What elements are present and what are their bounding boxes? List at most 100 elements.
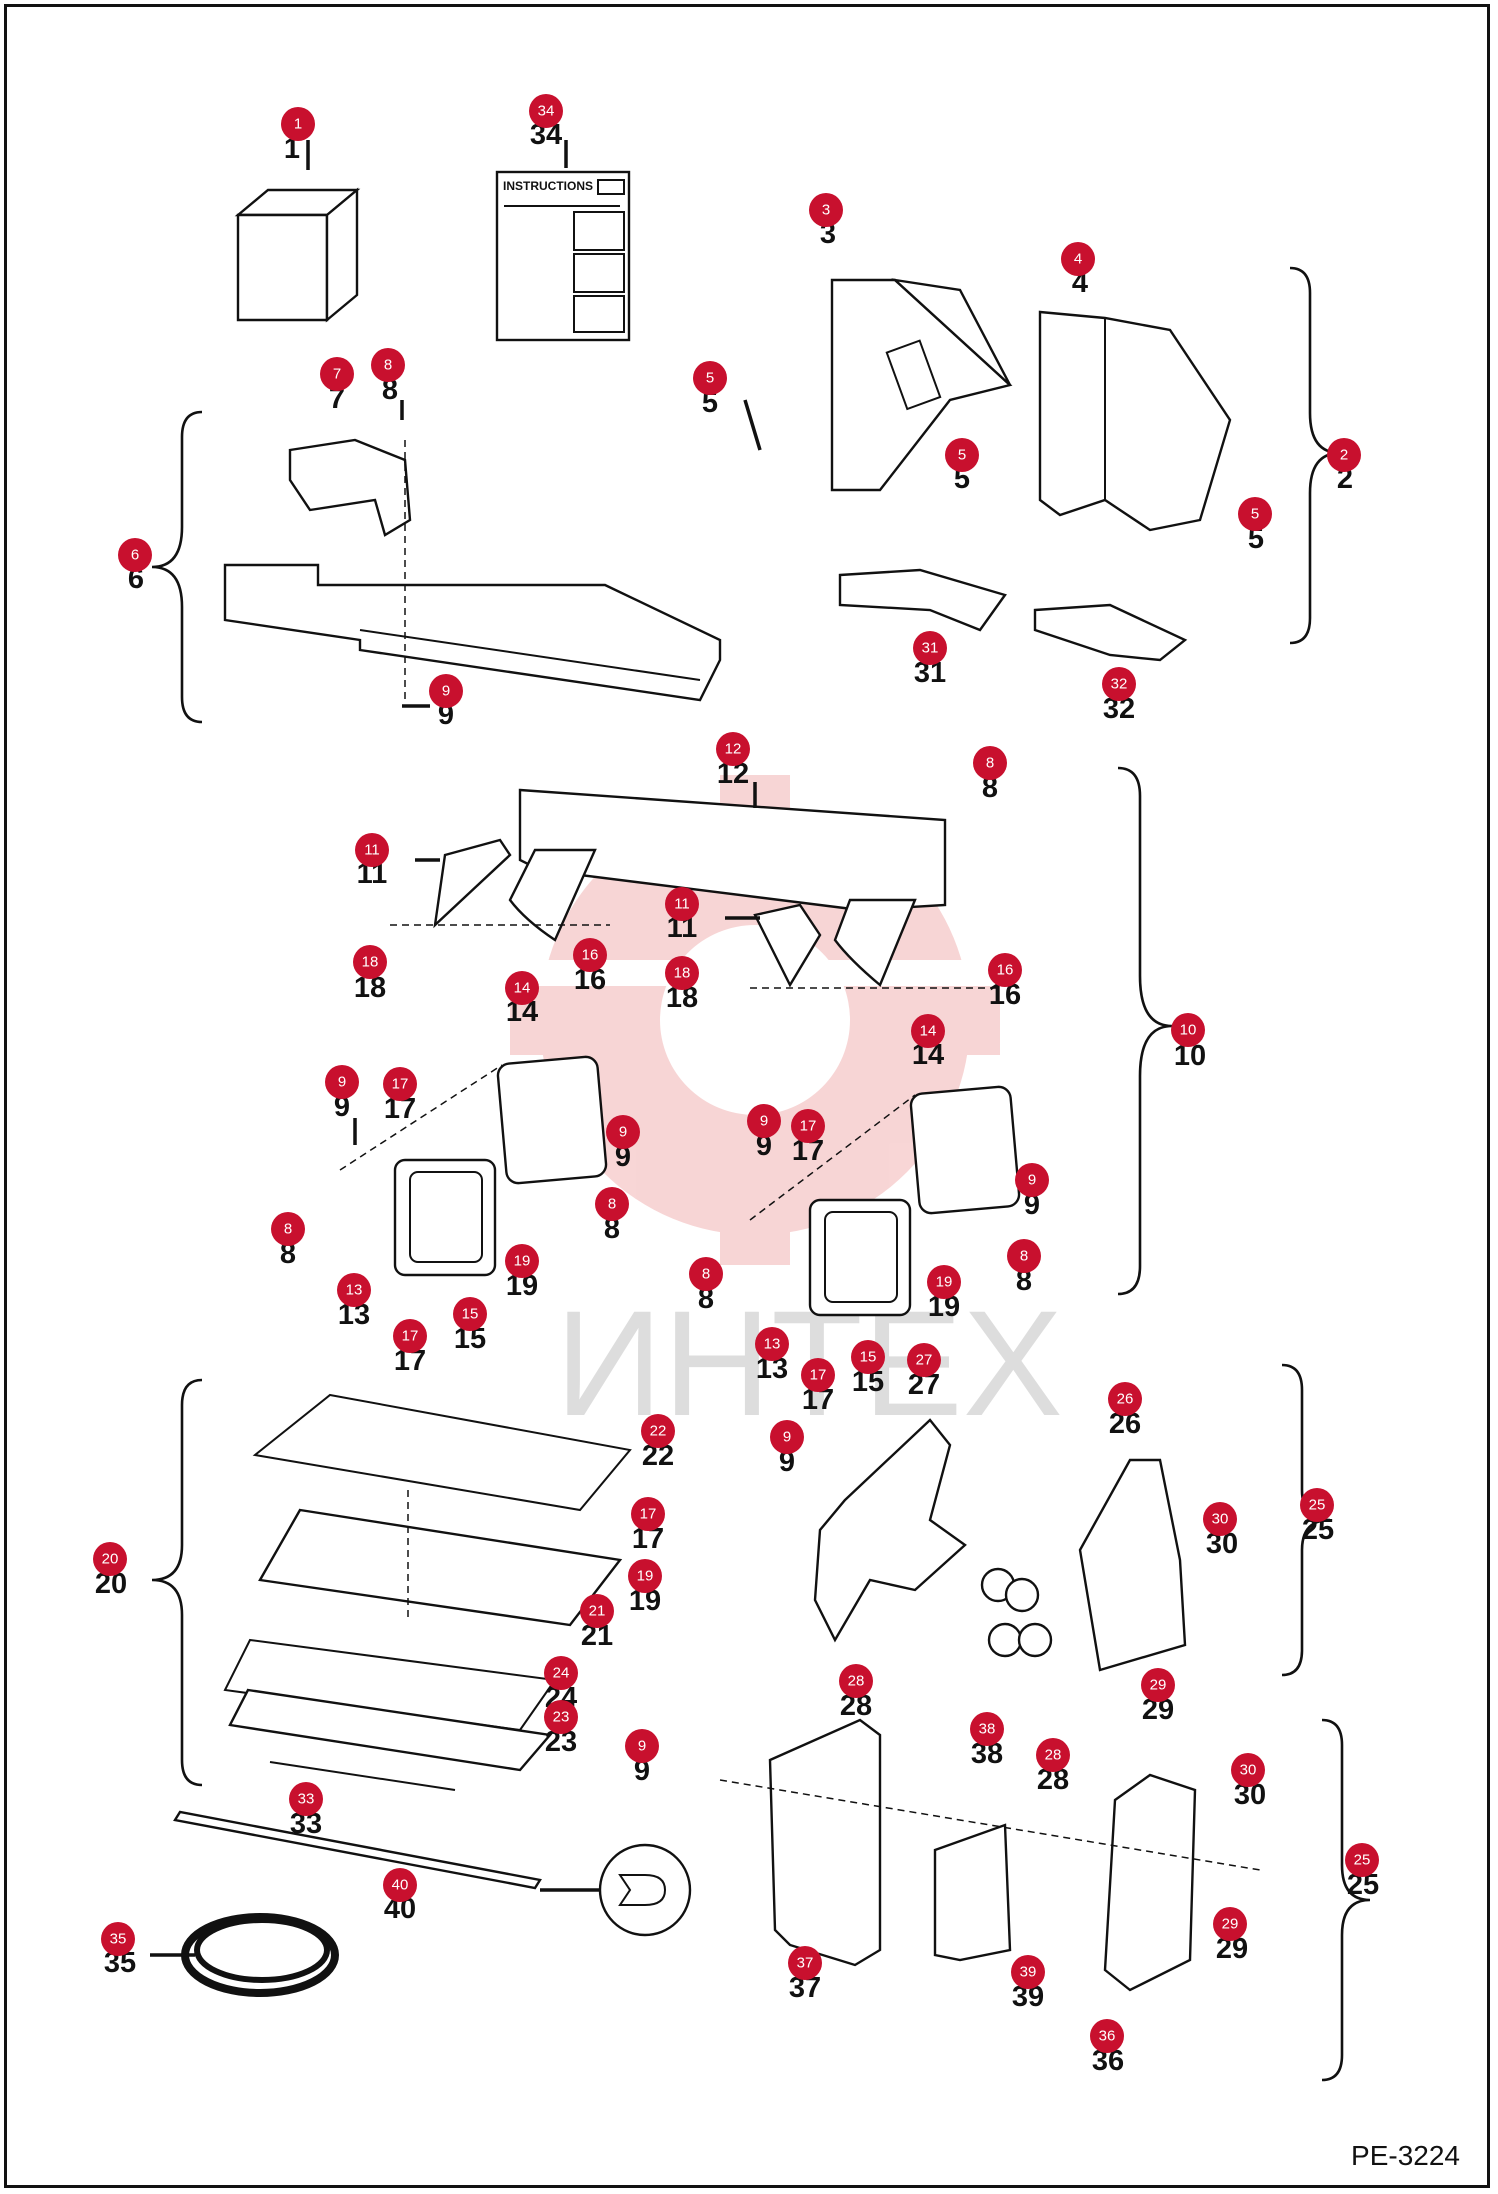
callout-marker-9[interactable]: 9 xyxy=(747,1104,781,1138)
callout-marker-14[interactable]: 14 xyxy=(505,971,539,1005)
callout-marker-31[interactable]: 31 xyxy=(913,631,947,665)
callout-marker-39[interactable]: 39 xyxy=(1011,1955,1045,1989)
callout-marker-30[interactable]: 30 xyxy=(1203,1502,1237,1536)
callout-marker-40[interactable]: 40 xyxy=(383,1868,417,1902)
callout-marker-37[interactable]: 37 xyxy=(788,1946,822,1980)
callout-marker-8[interactable]: 8 xyxy=(689,1257,723,1291)
part-15-light-housing-right xyxy=(808,1198,912,1317)
callout-marker-28[interactable]: 28 xyxy=(1036,1738,1070,1772)
callout-marker-25[interactable]: 25 xyxy=(1300,1488,1334,1522)
callout-label: 9 xyxy=(338,1074,346,1091)
part-number-1: 1 xyxy=(284,133,300,165)
callout-marker-15[interactable]: 15 xyxy=(453,1297,487,1331)
part-6-mounting-plate xyxy=(223,563,722,702)
callout-marker-27[interactable]: 27 xyxy=(907,1343,941,1377)
part-14-lens-left xyxy=(496,1055,608,1185)
callout-marker-3[interactable]: 3 xyxy=(809,193,843,227)
callout-marker-17[interactable]: 17 xyxy=(801,1358,835,1392)
callout-marker-18[interactable]: 18 xyxy=(353,945,387,979)
part-31-bracket xyxy=(838,568,1007,632)
callout-circle xyxy=(839,1664,873,1698)
callout-label: 8 xyxy=(608,1196,616,1213)
part-38-plate xyxy=(933,1823,1012,1962)
callout-marker-13[interactable]: 13 xyxy=(337,1273,371,1307)
callout-marker-11[interactable]: 11 xyxy=(665,887,699,921)
callout-label: 2 xyxy=(1340,447,1348,464)
callout-marker-10[interactable]: 10 xyxy=(1171,1013,1205,1047)
callout-marker-18[interactable]: 18 xyxy=(665,956,699,990)
callout-marker-8[interactable]: 8 xyxy=(1007,1239,1041,1273)
callout-marker-8[interactable]: 8 xyxy=(371,348,405,382)
callout-marker-24[interactable]: 24 xyxy=(544,1656,578,1690)
part-3-shield xyxy=(830,278,1013,492)
callout-label: 9 xyxy=(760,1113,768,1130)
callout-marker-17[interactable]: 17 xyxy=(393,1319,427,1353)
callout-marker-6[interactable]: 6 xyxy=(118,538,152,572)
callout-label: 30 xyxy=(1240,1762,1257,1779)
callout-marker-23[interactable]: 23 xyxy=(544,1700,578,1734)
callout-marker-9[interactable]: 9 xyxy=(625,1729,659,1763)
callout-marker-36[interactable]: 36 xyxy=(1090,2019,1124,2053)
callout-circle xyxy=(693,361,727,395)
part-34-instructions-sheet: INSTRUCTIONS xyxy=(495,170,631,342)
callout-marker-13[interactable]: 13 xyxy=(755,1327,789,1361)
callout-marker-26[interactable]: 26 xyxy=(1108,1382,1142,1416)
callout-marker-38[interactable]: 38 xyxy=(970,1712,1004,1746)
callout-marker-35[interactable]: 35 xyxy=(101,1922,135,1956)
callout-marker-19[interactable]: 19 xyxy=(505,1244,539,1278)
callout-label: 21 xyxy=(589,1603,606,1620)
callout-label: 23 xyxy=(553,1709,570,1726)
callout-circle xyxy=(801,1358,835,1392)
callout-marker-9[interactable]: 9 xyxy=(606,1115,640,1149)
callout-marker-8[interactable]: 8 xyxy=(271,1212,305,1246)
callout-marker-5[interactable]: 5 xyxy=(945,438,979,472)
callout-marker-33[interactable]: 33 xyxy=(289,1782,323,1816)
part-40-rod xyxy=(173,1810,542,1890)
callout-label: 1 xyxy=(294,116,302,133)
callout-marker-32[interactable]: 32 xyxy=(1102,667,1136,701)
callout-marker-8[interactable]: 8 xyxy=(595,1187,629,1221)
callout-marker-15[interactable]: 15 xyxy=(851,1340,885,1374)
part-number-8: 8 xyxy=(1016,1265,1032,1297)
callout-marker-9[interactable]: 9 xyxy=(1015,1163,1049,1197)
callout-label: 10 xyxy=(1180,1022,1197,1039)
callout-marker-4[interactable]: 4 xyxy=(1061,242,1095,276)
callout-marker-17[interactable]: 17 xyxy=(631,1497,665,1531)
callout-marker-16[interactable]: 16 xyxy=(573,938,607,972)
callout-marker-30[interactable]: 30 xyxy=(1231,1753,1265,1787)
callout-label: 17 xyxy=(640,1506,657,1523)
callout-marker-34[interactable]: 34 xyxy=(529,94,563,128)
callout-marker-5[interactable]: 5 xyxy=(1238,497,1272,531)
callout-marker-14[interactable]: 14 xyxy=(911,1014,945,1048)
callout-marker-17[interactable]: 17 xyxy=(383,1067,417,1101)
callout-circle xyxy=(1231,1753,1265,1787)
callout-marker-19[interactable]: 19 xyxy=(628,1559,662,1593)
callout-marker-17[interactable]: 17 xyxy=(791,1109,825,1143)
part-4-shield xyxy=(1038,310,1232,532)
callout-marker-12[interactable]: 12 xyxy=(716,732,750,766)
callout-label: 26 xyxy=(1117,1391,1134,1408)
callout-marker-9[interactable]: 9 xyxy=(770,1420,804,1454)
callout-label: 8 xyxy=(986,755,994,772)
callout-marker-22[interactable]: 22 xyxy=(641,1414,675,1448)
callout-marker-16[interactable]: 16 xyxy=(988,953,1022,987)
callout-marker-9[interactable]: 9 xyxy=(325,1065,359,1099)
callout-marker-29[interactable]: 29 xyxy=(1141,1668,1175,1702)
callout-marker-8[interactable]: 8 xyxy=(973,746,1007,780)
callout-label: 40 xyxy=(392,1877,409,1894)
callout-marker-19[interactable]: 19 xyxy=(927,1265,961,1299)
brace-group-25-upper xyxy=(1281,1363,1331,1677)
callout-marker-7[interactable]: 7 xyxy=(320,357,354,391)
callout-marker-2[interactable]: 2 xyxy=(1327,438,1361,472)
callout-marker-20[interactable]: 20 xyxy=(93,1542,127,1576)
callout-marker-9[interactable]: 9 xyxy=(429,674,463,708)
callout-marker-25[interactable]: 25 xyxy=(1345,1843,1379,1877)
callout-marker-29[interactable]: 29 xyxy=(1213,1907,1247,1941)
callout-marker-5[interactable]: 5 xyxy=(693,361,727,395)
callout-marker-1[interactable]: 1 xyxy=(281,107,315,141)
callout-marker-11[interactable]: 11 xyxy=(355,833,389,867)
callout-marker-21[interactable]: 21 xyxy=(580,1594,614,1628)
callout-marker-28[interactable]: 28 xyxy=(839,1664,873,1698)
brace-group-25-lower xyxy=(1321,1718,1371,2082)
callout-circle xyxy=(1011,1955,1045,1989)
